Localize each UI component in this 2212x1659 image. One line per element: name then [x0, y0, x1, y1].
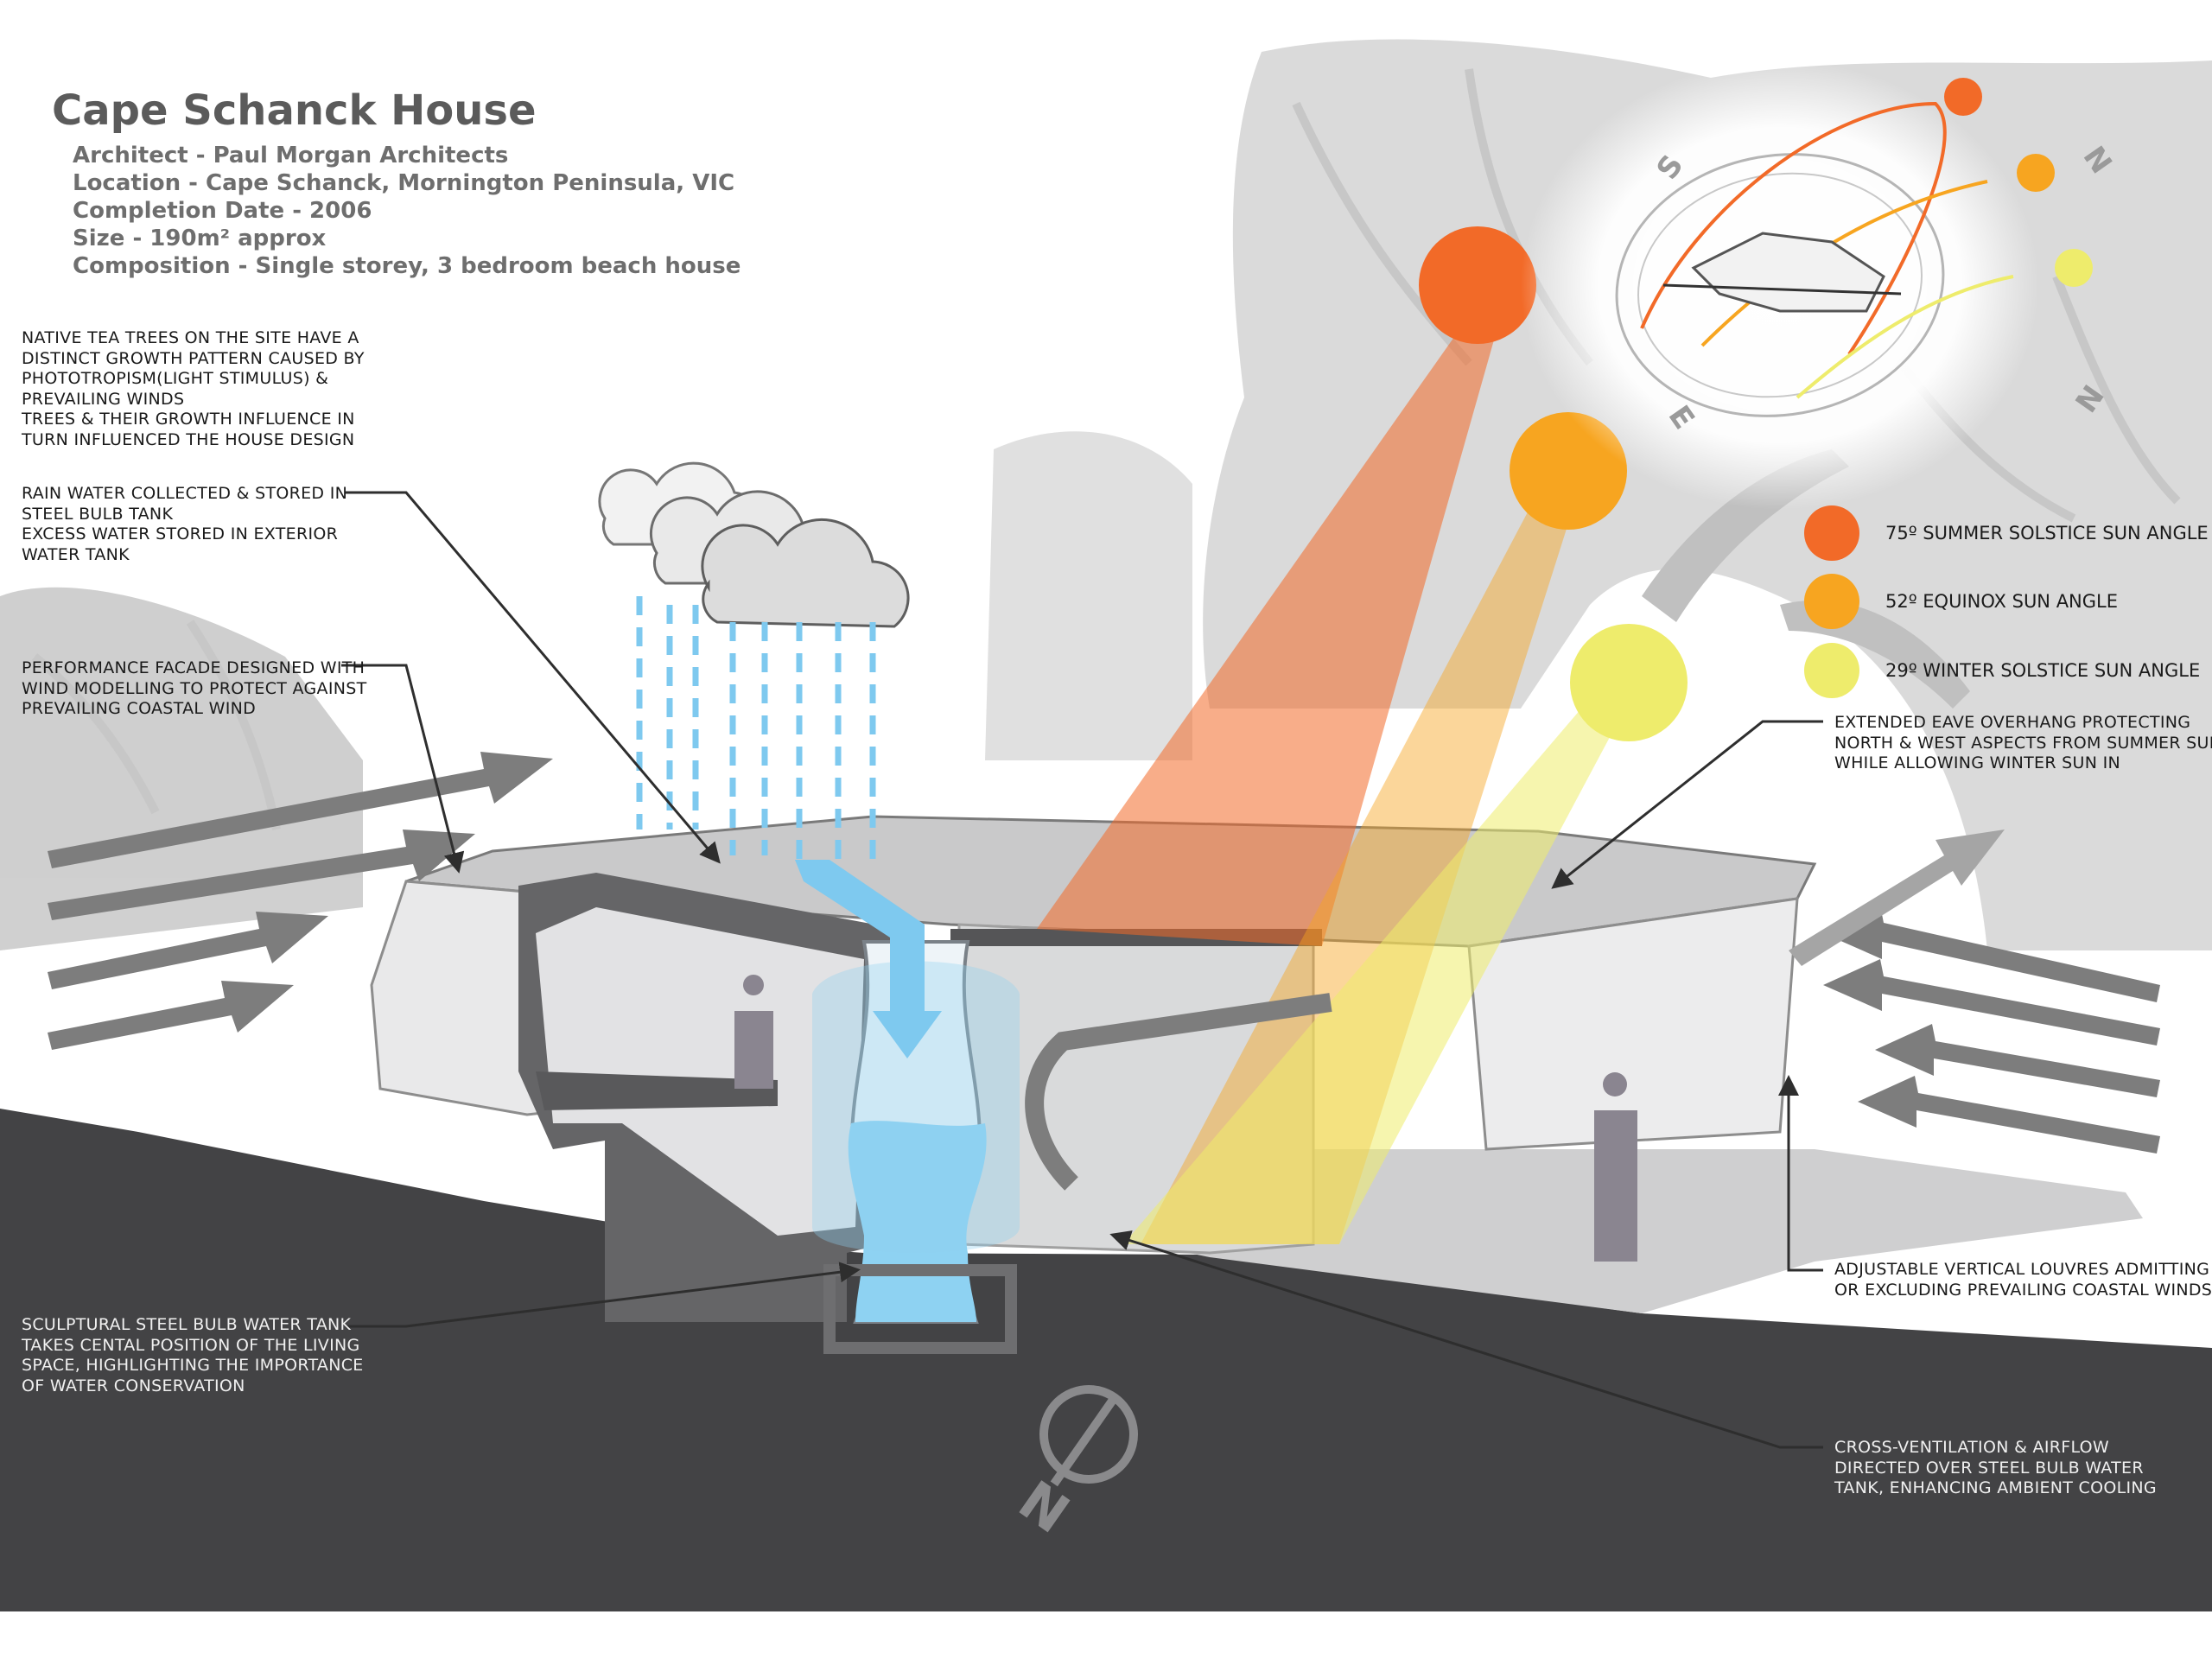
equinox-sun-beam	[1141, 493, 1573, 1244]
project-details: Architect - Paul Morgan Architects Locat…	[73, 142, 741, 280]
note-line: STEEL BULB TANK	[22, 504, 174, 524]
note-line: SCULPTURAL STEEL BULB WATER TANK	[22, 1315, 352, 1334]
detail-architect: Architect - Paul Morgan Architects	[73, 143, 509, 168]
airflow-arrow	[1025, 993, 1332, 1191]
person-silhouette	[1594, 1072, 1637, 1262]
note-line: DIRECTED OVER STEEL BULB WATER	[1834, 1458, 2144, 1478]
downpipe-flow-arrow	[795, 860, 942, 1058]
wind-arrows-east	[1823, 906, 2160, 1154]
leader-eave	[1551, 720, 1823, 889]
leader-lines	[341, 491, 1823, 1449]
note-line: TURN INFLUENCED THE HOUSE DESIGN	[22, 429, 355, 449]
winter-sun-path	[1796, 275, 2014, 399]
note-line: PHOTOTROPISM(LIGHT STIMULUS) &	[22, 369, 329, 388]
note-line: DISTINCT GROWTH PATTERN CAUSED BY	[22, 348, 365, 368]
detail-location: Location - Cape Schanck, Mornington Peni…	[73, 170, 735, 196]
note-line: WIND MODELLING TO PROTECT AGAINST	[22, 678, 367, 698]
legend-winter-swatch	[1804, 643, 1859, 698]
inset-equinox-sun	[2017, 154, 2055, 192]
note-line: WATER TANK	[22, 544, 130, 564]
note-louvres: ADJUSTABLE VERTICAL LOUVRES ADMITTING OR…	[1834, 1260, 2212, 1300]
note-water-tank: SCULPTURAL STEEL BULB WATER TANK TAKES C…	[22, 1315, 364, 1396]
wind-arrow-exit	[1789, 830, 2005, 966]
leader-rain	[346, 491, 721, 864]
section-interior	[536, 907, 864, 1236]
note-line: OF WATER CONSERVATION	[22, 1376, 245, 1395]
note-line: WHILE ALLOWING WINTER SUN IN	[1834, 753, 2121, 772]
legend-summer-label: 75º SUMMER SOLSTICE SUN ANGLE	[1885, 523, 2209, 543]
summer-sun	[1419, 226, 1536, 344]
leader-tank	[346, 1262, 861, 1328]
leader-ventilation	[1109, 1230, 1823, 1449]
note-eave: EXTENDED EAVE OVERHANG PROTECTING NORTH …	[1834, 713, 2212, 774]
winter-sun	[1570, 624, 1688, 741]
note-line: EXTENDED EAVE OVERHANG PROTECTING	[1834, 713, 2191, 732]
rain-cloud	[598, 461, 910, 628]
compass-axis	[1662, 283, 1902, 296]
detail-composition: Composition - Single storey, 3 bedroom b…	[73, 253, 741, 279]
note-line: EXCESS WATER STORED IN EXTERIOR	[22, 524, 339, 543]
summer-sun-path	[1640, 101, 1947, 356]
detail-size: Size - 190m² approx	[73, 226, 327, 251]
north-arrow-needle	[1050, 1395, 1118, 1487]
summer-sun-beam	[1037, 328, 1495, 946]
note-line: SPACE, HIGHLIGHTING THE IMPORTANCE	[22, 1356, 364, 1375]
inset-summer-sun	[1944, 78, 1982, 116]
note-tea-trees: NATIVE TEA TREES ON THE SITE HAVE A DIST…	[22, 328, 365, 450]
note-line: OR EXCLUDING PREVAILING COASTAL WINDS	[1834, 1280, 2212, 1300]
note-line: ADJUSTABLE VERTICAL LOUVRES ADMITTING	[1834, 1260, 2210, 1279]
rain-drops	[636, 596, 876, 864]
leader-louvres	[1778, 1075, 1823, 1272]
legend-equinox: 52º EQUINOX SUN ANGLE	[1804, 574, 2118, 629]
leader-facade	[341, 664, 465, 874]
note-rain-water: RAIN WATER COLLECTED & STORED IN STEEL B…	[22, 484, 347, 565]
note-line: RAIN WATER COLLECTED & STORED IN	[22, 484, 348, 503]
legend-equinox-swatch	[1804, 574, 1859, 629]
note-line: TANK, ENHANCING AMBIENT COOLING	[1834, 1478, 2157, 1497]
sun-path-inset: S N E N	[1521, 60, 2119, 510]
ground	[0, 1109, 2212, 1611]
compass-ring-outer	[1615, 153, 1945, 417]
note-line: NATIVE TEA TREES ON THE SITE HAVE A	[22, 328, 359, 347]
note-line: NORTH & WEST ASPECTS FROM SUMMER SUN	[1834, 733, 2212, 753]
wind-arrows-west	[48, 752, 553, 1050]
note-line: TAKES CENTAL POSITION OF THE LIVING	[22, 1335, 360, 1355]
inset-winter-sun	[2055, 249, 2093, 287]
note-line: PREVAILING WINDS	[22, 389, 185, 409]
tree-branches	[31, 68, 2181, 830]
legend-summer-solstice: 75º SUMMER SOLSTICE SUN ANGLE	[1804, 505, 2209, 561]
section-floor	[536, 1071, 778, 1110]
note-line: PREVAILING COASTAL WIND	[22, 699, 257, 718]
tree-canopy	[985, 431, 1192, 760]
house-east-wing	[1467, 897, 1799, 1151]
detail-completion-date: Completion Date - 2006	[73, 198, 372, 224]
legend-winter-solstice: 29º WINTER SOLSTICE SUN ANGLE	[1804, 643, 2200, 698]
legend-winter-label: 29º WINTER SOLSTICE SUN ANGLE	[1885, 660, 2201, 681]
winter-sun-beam	[1123, 709, 1616, 1244]
note-line: PERFORMANCE FACADE DESIGNED WITH	[22, 658, 365, 677]
cloud-front	[701, 518, 910, 628]
note-line: CROSS-VENTILATION & AIRFLOW	[1834, 1438, 2110, 1457]
page-title: Cape Schanck House	[52, 86, 537, 135]
tank-glow	[812, 961, 1020, 1253]
tank-pit	[823, 1264, 1017, 1354]
legend-equinox-label: 52º EQUINOX SUN ANGLE	[1885, 591, 2119, 612]
person-silhouette	[734, 975, 773, 1089]
note-ventilation: CROSS-VENTILATION & AIRFLOW DIRECTED OVE…	[1834, 1438, 2157, 1499]
legend-summer-swatch	[1804, 505, 1859, 561]
note-line: TREES & THEIR GROWTH INFLUENCE IN	[22, 410, 355, 429]
note-facade: PERFORMANCE FACADE DESIGNED WITH WIND MO…	[22, 658, 367, 720]
